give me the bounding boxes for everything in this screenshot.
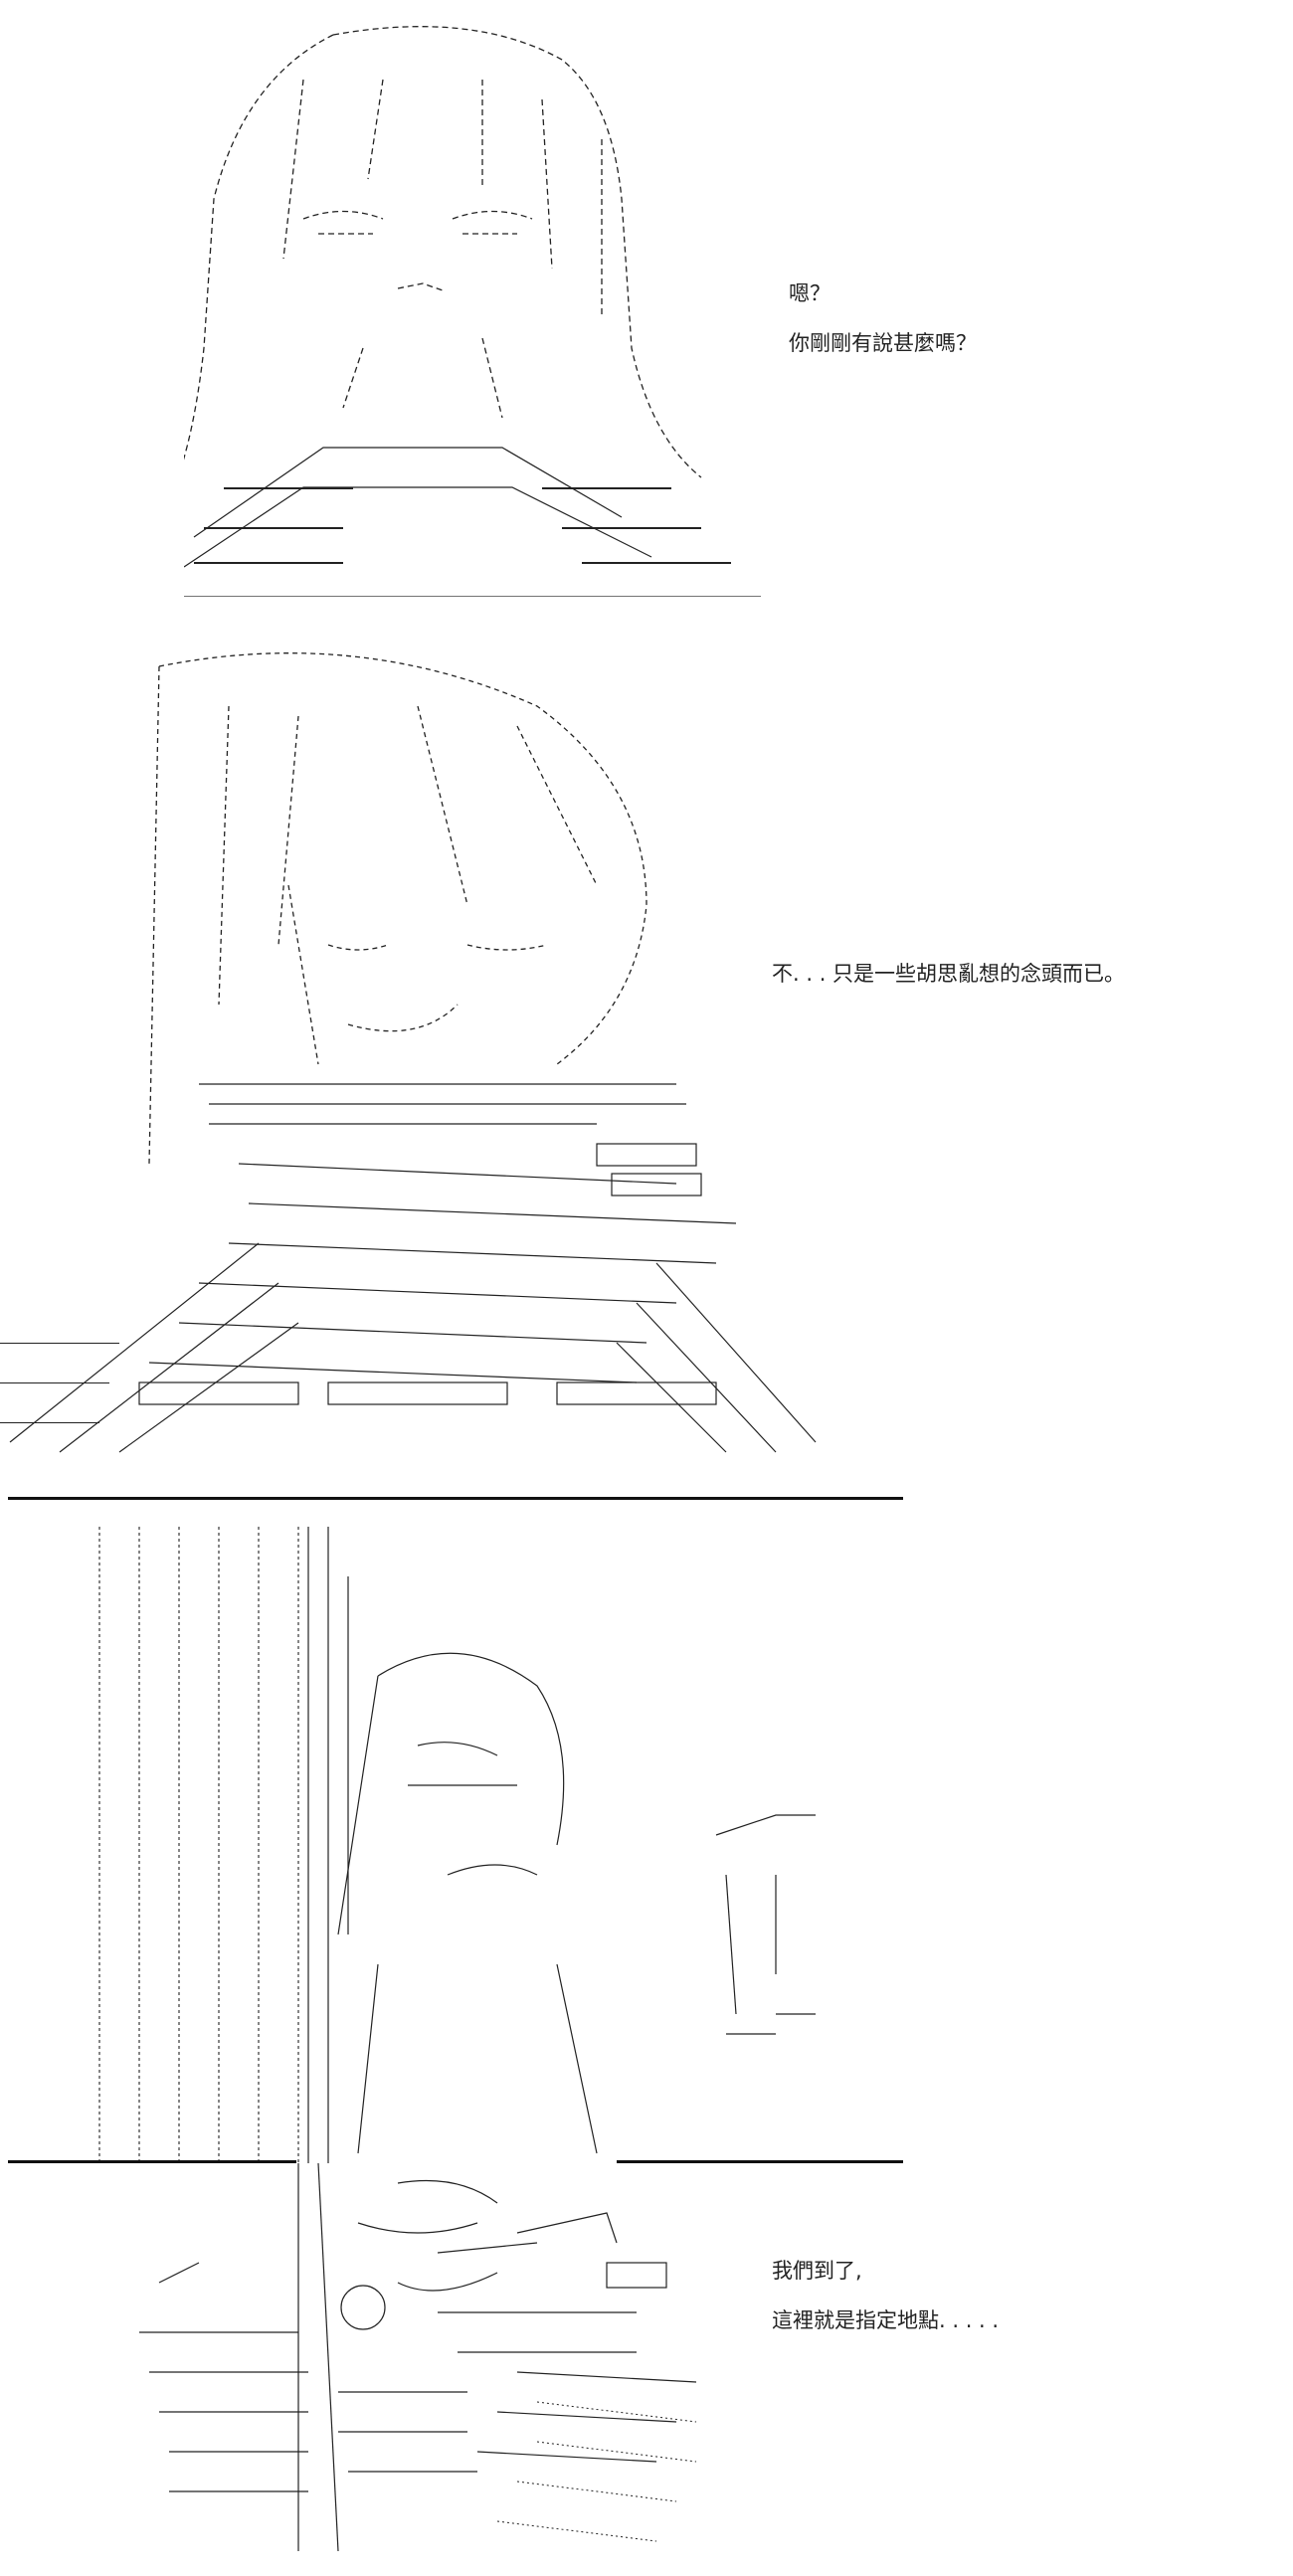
panel-1-caption-1: 嗯？ [789,281,831,305]
panel-2-caption-1: 不. . . 只是一些胡思亂想的念頭而已。 [772,962,1126,986]
panel-3: 我們到了, 這裡就是指定地點. . . . . [0,1507,1293,2561]
panel-1: 嗯？ 你剛剛有說甚麼嗎？ [0,0,1293,617]
panel-1-character-art [184,20,761,597]
panel-3-background-art [80,1517,875,2173]
panel-1-caption-2: 你剛剛有說甚麼嗎？ [789,331,977,355]
panel-2: 不. . . 只是一些胡思亂想的念頭而已。 [0,637,1293,1482]
panel-3-caption-1: 我們到了, [772,2259,862,2283]
panel-divider-2 [8,2160,296,2163]
panel-3-character-art [139,2163,716,2561]
panel-3-caption-2: 這裡就是指定地點. . . . . [772,2308,1000,2332]
panel-2-character-art [0,646,845,1462]
panel-divider-1 [8,1497,903,1500]
panel-divider-3 [617,2160,903,2163]
